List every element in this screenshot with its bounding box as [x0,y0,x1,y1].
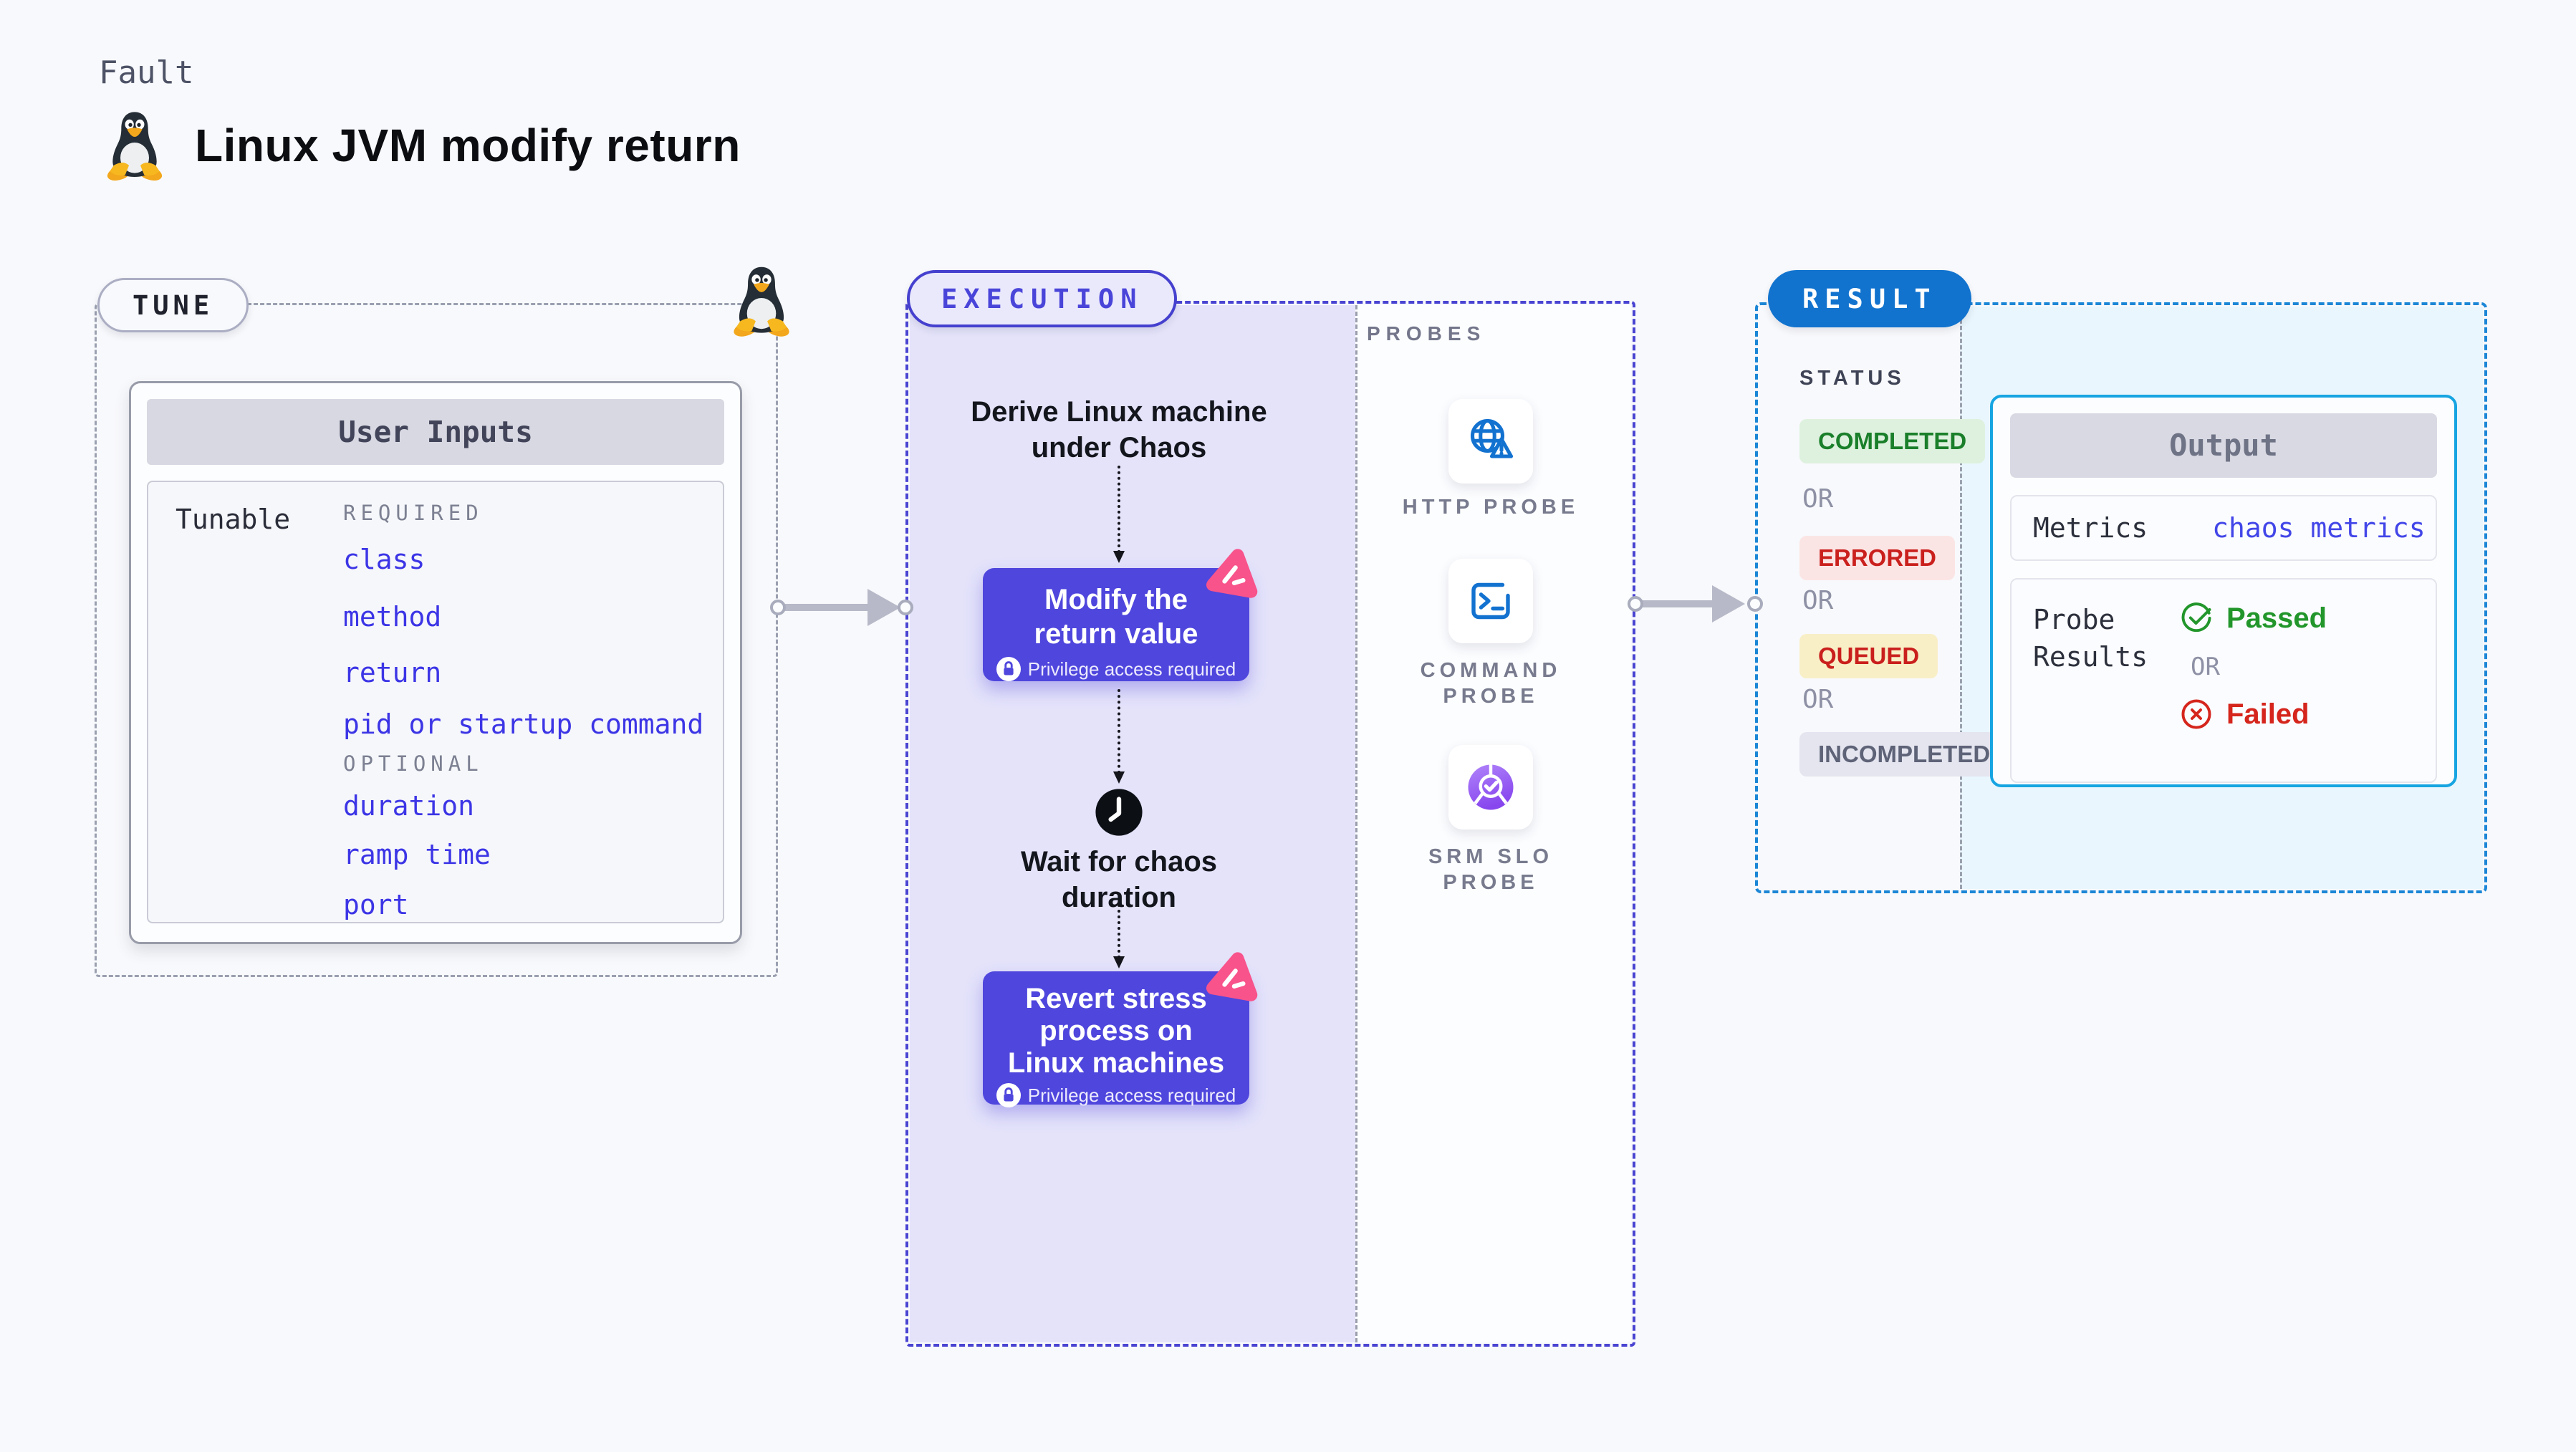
probe-card-http[interactable] [1448,399,1533,484]
step-revert-stress-process: Revert stress process on Linux machines … [983,952,1258,1107]
metrics-label: Metrics [2033,512,2148,544]
arrow-line [782,604,872,611]
privilege-note-text: Privilege access required [1027,1084,1236,1106]
tune-badge: TUNE [97,278,249,332]
tux-linux-icon [107,112,163,181]
failed-label: Failed [2226,698,2310,730]
result-badge: RESULT [1768,270,1971,327]
status-section-label: STATUS [1799,367,1905,390]
probe-card-srm-slo[interactable] [1448,745,1533,830]
probe-card-command[interactable] [1448,559,1533,643]
tunable-link-pid-or-startup-command[interactable]: pid or startup command [343,708,704,740]
execution-section-box [905,301,1635,1347]
dotted-arrow-icon [1113,689,1125,784]
step-modify-return-value: Modify the return value Privilege access… [983,549,1258,681]
privilege-note: Privilege access required [983,1083,1249,1107]
or-separator: OR [1802,484,1834,514]
fault-eyebrow: Fault [99,54,194,91]
status-badge-queued: QUEUED [1799,634,1938,678]
user-inputs-title: User Inputs [147,399,724,465]
status-badge-incompleted: INCOMPLETED [1799,732,2009,777]
connector-node-icon [1747,596,1763,612]
arrow-head-icon [868,589,900,626]
optional-section-label: OPTIONAL [343,751,484,776]
step-label: Revert stress process on Linux machines [1007,983,1225,1079]
lock-icon [996,1083,1021,1107]
passed-line: Passed [2179,601,2327,635]
chaos-metrics-link[interactable]: chaos metrics [2212,512,2426,544]
page-header: Linux JVM modify return [106,109,741,182]
tunable-link-return[interactable]: return [343,657,442,688]
flow-start-label: Derive Linux machine under Chaos [971,396,1267,463]
status-badge-completed: COMPLETED [1799,419,1986,463]
tunable-fields: REQUIRED class method return pid or star… [343,501,703,920]
tune-section-box [95,303,778,977]
x-circle-icon [2181,699,2211,729]
probe-results-values: Passed OR Failed [2179,601,2327,782]
probe-results-row: Probe Results Passed OR Failed [2010,578,2437,783]
or-separator: OR [1802,586,1834,615]
privilege-note: Privilege access required [983,657,1249,681]
globe-warning-icon [1470,418,1514,458]
dotted-arrow-icon [1113,466,1125,563]
tunable-link-duration[interactable]: duration [343,790,475,822]
or-separator: OR [1802,685,1834,714]
chaos-pink-icon [1206,952,1258,1001]
dotted-arrow-icon [1113,904,1125,968]
status-badge-errored: ERRORED [1799,536,1956,580]
page-title: Linux JVM modify return [195,120,741,171]
wait-step-label: Wait for chaos duration [1020,846,1218,913]
probes-section-label: PROBES [1367,322,1486,345]
tux-corner-icon [734,266,789,337]
connector-node-icon [770,600,786,615]
terminal-icon [1471,582,1510,620]
probe-name-command: COMMAND PROBE [1420,659,1562,708]
output-card: Output Metrics chaos metrics Probe Resul… [1990,395,2457,787]
metrics-row: Metrics chaos metrics [2010,495,2437,561]
tunable-link-ramp-time[interactable]: ramp time [343,839,491,870]
lock-icon [996,657,1021,681]
or-separator: OR [2191,653,2220,681]
user-inputs-table: Tunable REQUIRED class method return pid… [147,481,724,923]
user-inputs-card: User Inputs Tunable REQUIRED class metho… [129,381,742,944]
tunable-link-port[interactable]: port [343,889,409,920]
clock-icon [1095,789,1143,836]
probe-name-http: HTTP PROBE [1402,496,1580,519]
probe-results-label: Probe Results [2033,604,2148,673]
tunable-link-class[interactable]: class [343,544,426,575]
failed-line: Failed [2179,697,2327,731]
probe-name-srm-slo: SRM SLO PROBE [1428,845,1554,894]
privilege-note-text: Privilege access required [1027,658,1236,680]
required-section-label: REQUIRED [343,501,484,525]
connector-node-icon [1628,596,1643,612]
arrow-execution-to-result [1628,585,1765,622]
arrow-line [1639,600,1716,607]
chaos-pink-icon [1206,549,1258,598]
slo-pie-check-icon [1468,764,1514,810]
connector-node-icon [898,600,913,615]
check-circle-icon [2181,602,2211,633]
arrow-head-icon [1712,585,1745,622]
arrow-tune-to-execution [770,589,913,626]
tunable-label: Tunable [176,504,291,535]
output-title: Output [2010,413,2437,478]
tunable-link-method[interactable]: method [343,601,442,633]
execution-badge: EXECUTION [907,270,1178,327]
passed-label: Passed [2226,602,2327,634]
step-label: Modify the return value [1034,584,1198,650]
